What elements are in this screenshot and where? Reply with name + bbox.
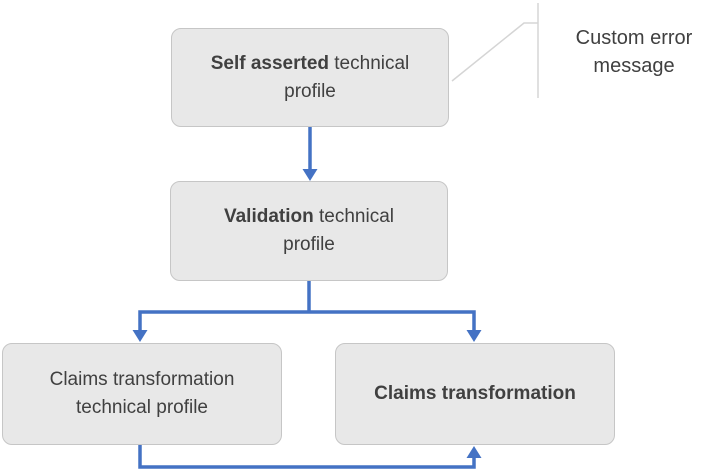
callout-leader-line <box>451 3 539 98</box>
box-claims-transformation: Claims transformation <box>335 343 615 445</box>
callout-text-line: message <box>593 55 675 77</box>
box-text-line: profile <box>284 80 336 102</box>
box-claims-transformation-technical-profile: Claims transformation technical profile <box>2 343 282 445</box>
arrowhead-up-icon <box>466 446 482 458</box>
box-text-line: Claims transformation <box>49 369 235 390</box>
box-text-line: technical profile <box>75 397 209 418</box>
box-validation-technical-profile: Validation technical profile <box>170 181 448 281</box>
box-self-asserted-technical-profile: Self asserted technical profile <box>171 28 449 127</box>
arrow-self-asserted-to-validation <box>302 127 318 181</box>
box-text-line: Claims transformation <box>374 383 576 404</box>
box-text-bold: Self asserted <box>210 52 329 74</box>
box-text-line: Validation technical <box>224 203 394 231</box>
arrowhead-down-icon <box>302 169 318 181</box>
arrow-validation-branch <box>132 281 482 342</box>
box-text-line: Self asserted technical <box>211 50 410 78</box>
arrowhead-down-icon <box>466 330 482 342</box>
box-text-regular: technical <box>313 206 395 227</box>
box-text-regular: technical <box>329 52 410 74</box>
callout-text-line: Custom error <box>575 27 693 49</box>
callout-custom-error-message: Custom error message <box>548 24 720 80</box>
box-text-bold: Validation <box>223 206 314 227</box>
box-text-line: profile <box>283 234 335 255</box>
arrowhead-down-icon <box>132 330 148 342</box>
arrow-claims-tp-to-claims <box>138 445 482 469</box>
